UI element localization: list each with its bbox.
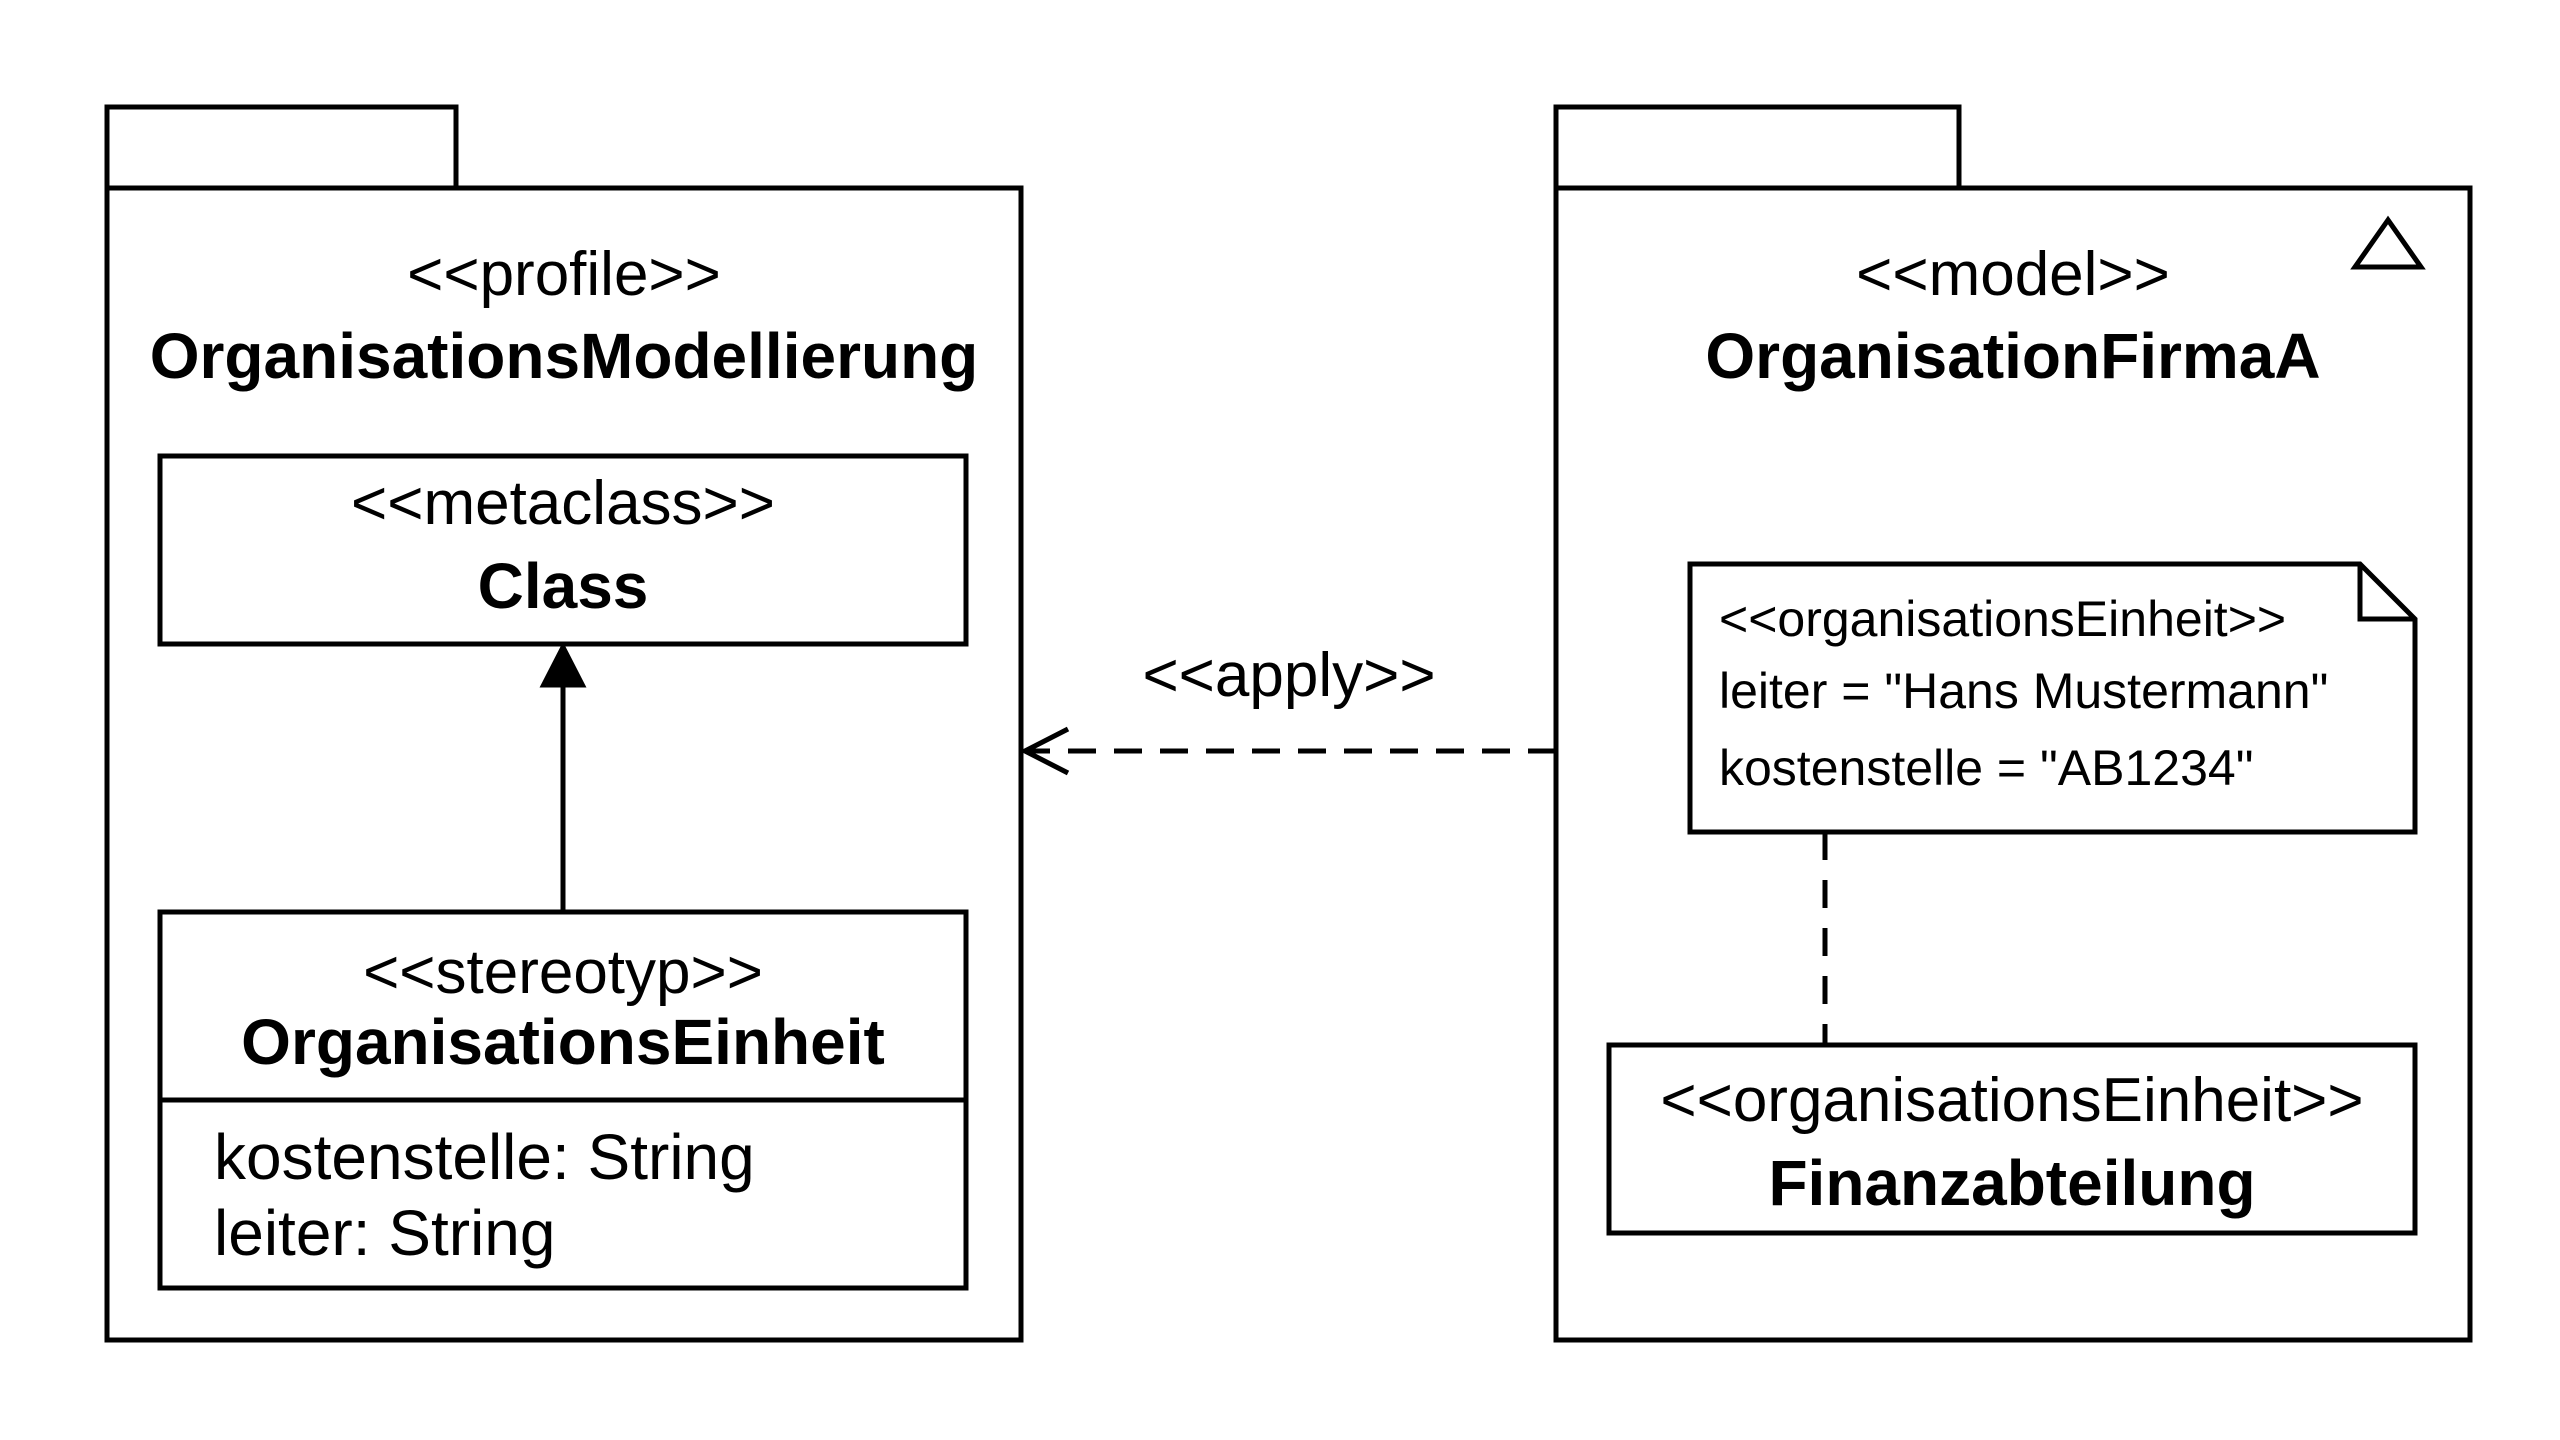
note-fold <box>2357 564 2415 622</box>
apply-arrow-head <box>1019 726 1070 776</box>
stereotype-class-name: OrganisationsEinheit <box>241 1006 885 1078</box>
metaclass-name: Class <box>477 550 649 622</box>
element-name: Finanzabteilung <box>1768 1147 2256 1219</box>
stereotype-class-box[interactable] <box>157 909 969 1291</box>
element-box[interactable] <box>1606 1042 2418 1236</box>
profile-package-stereotype: <<profile>> <box>407 240 721 309</box>
attribute-leiter: leiter: String <box>214 1197 556 1269</box>
profile-package-tab <box>104 104 459 191</box>
instance-note[interactable] <box>1687 561 2418 835</box>
triangle-icon <box>2350 215 2426 270</box>
stereotype-class-stereotype: <<stereotyp>> <box>363 938 763 1007</box>
note-line-kostenstelle: kostenstelle = "AB1234" <box>1719 740 2254 796</box>
note-line-leiter: leiter = "Hans Mustermann" <box>1719 663 2329 719</box>
apply-dependency[interactable] <box>1019 726 1556 776</box>
metaclass-stereotype: <<metaclass>> <box>351 469 775 538</box>
extension-arrow-head <box>539 641 587 688</box>
note-line-stereotype: <<organisationsEinheit>> <box>1719 591 2287 647</box>
extension-arrow[interactable] <box>539 641 587 912</box>
profile-package-name: OrganisationsModellierung <box>149 320 979 392</box>
model-package-name: OrganisationFirmaA <box>1705 320 2321 392</box>
model-package-stereotype: <<model>> <box>1856 240 2170 309</box>
model-package-tab <box>1553 104 1962 191</box>
attribute-kostenstelle: kostenstelle: String <box>214 1121 755 1193</box>
apply-label: <<apply>> <box>1142 641 1436 710</box>
note-shape <box>1687 561 2418 835</box>
element-stereotype: <<organisationsEinheit>> <box>1660 1066 2364 1135</box>
metaclass-box[interactable] <box>157 453 969 647</box>
